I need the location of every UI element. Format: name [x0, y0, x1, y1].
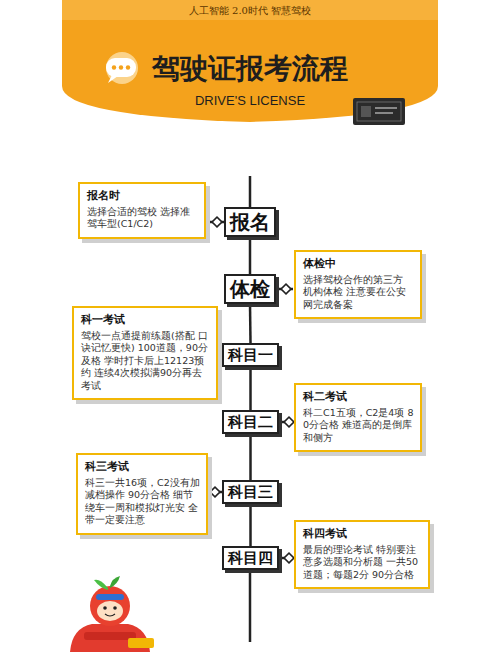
info-card: 体检中选择驾校合作的第三方 机构体检 注意要在公安网完成备案 — [294, 250, 422, 319]
step-box: 体检 — [224, 274, 276, 304]
connector — [249, 434, 252, 480]
card-body: 驾校一点通提前练题(搭配 口诀记忆更快) 100道题，90分及格 学时打卡后上1… — [81, 330, 210, 393]
info-card: 科一考试驾校一点通提前练题(搭配 口诀记忆更快) 100道题，90分及格 学时打… — [72, 306, 218, 400]
step-box: 科目四 — [222, 546, 279, 570]
card-heading: 科二考试 — [303, 390, 414, 403]
header-slogan: 人工智能 2.0时代 智慧驾校 — [0, 4, 500, 18]
info-card: 报名时选择合适的驾校 选择准驾车型(C1/C2) — [78, 182, 206, 239]
step-box: 科目二 — [222, 410, 279, 434]
connector-diamond — [284, 417, 294, 427]
card-heading: 报名时 — [87, 189, 198, 202]
page-title: 驾驶证报考流程 — [0, 50, 500, 88]
card-body: 选择驾校合作的第三方 机构体检 注意要在公安网完成备案 — [303, 274, 414, 312]
connector-diamond — [284, 553, 294, 563]
timeline-end — [249, 565, 252, 642]
connector — [249, 237, 252, 274]
card-heading: 科三考试 — [85, 460, 200, 473]
connector-diamond — [281, 284, 291, 294]
card-heading: 科一考试 — [81, 313, 210, 326]
step-box: 科目一 — [222, 343, 279, 367]
card-heading: 体检中 — [303, 257, 414, 270]
chat-icon — [106, 52, 138, 84]
step-label: 科目二 — [228, 413, 273, 431]
header-subtitle: DRIVE'S LICENSE — [0, 93, 500, 108]
card-body: 科三一共16项，C2没有加 减档操作 90分合格 细节绕车一周和模拟灯光安 全带… — [85, 477, 200, 527]
mascot — [70, 576, 154, 652]
info-card: 科二考试科二C1五项，C2是4项 80分合格 难道高的是倒库和侧方 — [294, 383, 422, 452]
connector — [249, 367, 252, 410]
info-card: 科四考试最后的理论考试 特别要注意多选题和分析题 一共50道题；每题2分 90分… — [294, 520, 430, 589]
connector-diamond — [212, 217, 222, 227]
step-label: 科目三 — [228, 483, 273, 501]
step-label: 科目一 — [228, 346, 273, 364]
step-label: 科目四 — [228, 549, 273, 567]
card-body: 最后的理论考试 特别要注意多选题和分析题 一共50道题；每题2分 90分合格 — [303, 544, 422, 582]
card-body: 选择合适的驾校 选择准驾车型(C1/C2) — [87, 206, 198, 231]
card-body: 科二C1五项，C2是4项 80分合格 难道高的是倒库和侧方 — [303, 407, 414, 445]
connector — [249, 304, 252, 343]
card-heading: 科四考试 — [303, 527, 422, 540]
info-card: 科三考试科三一共16项，C2没有加 减档操作 90分合格 细节绕车一周和模拟灯光… — [76, 453, 208, 535]
connector-diamond — [210, 487, 220, 497]
step-box: 科目三 — [222, 480, 279, 504]
license-card — [353, 98, 405, 125]
step-label: 报名 — [230, 210, 270, 234]
step-label: 体检 — [230, 277, 270, 301]
connector — [249, 504, 252, 546]
step-box: 报名 — [224, 207, 276, 237]
